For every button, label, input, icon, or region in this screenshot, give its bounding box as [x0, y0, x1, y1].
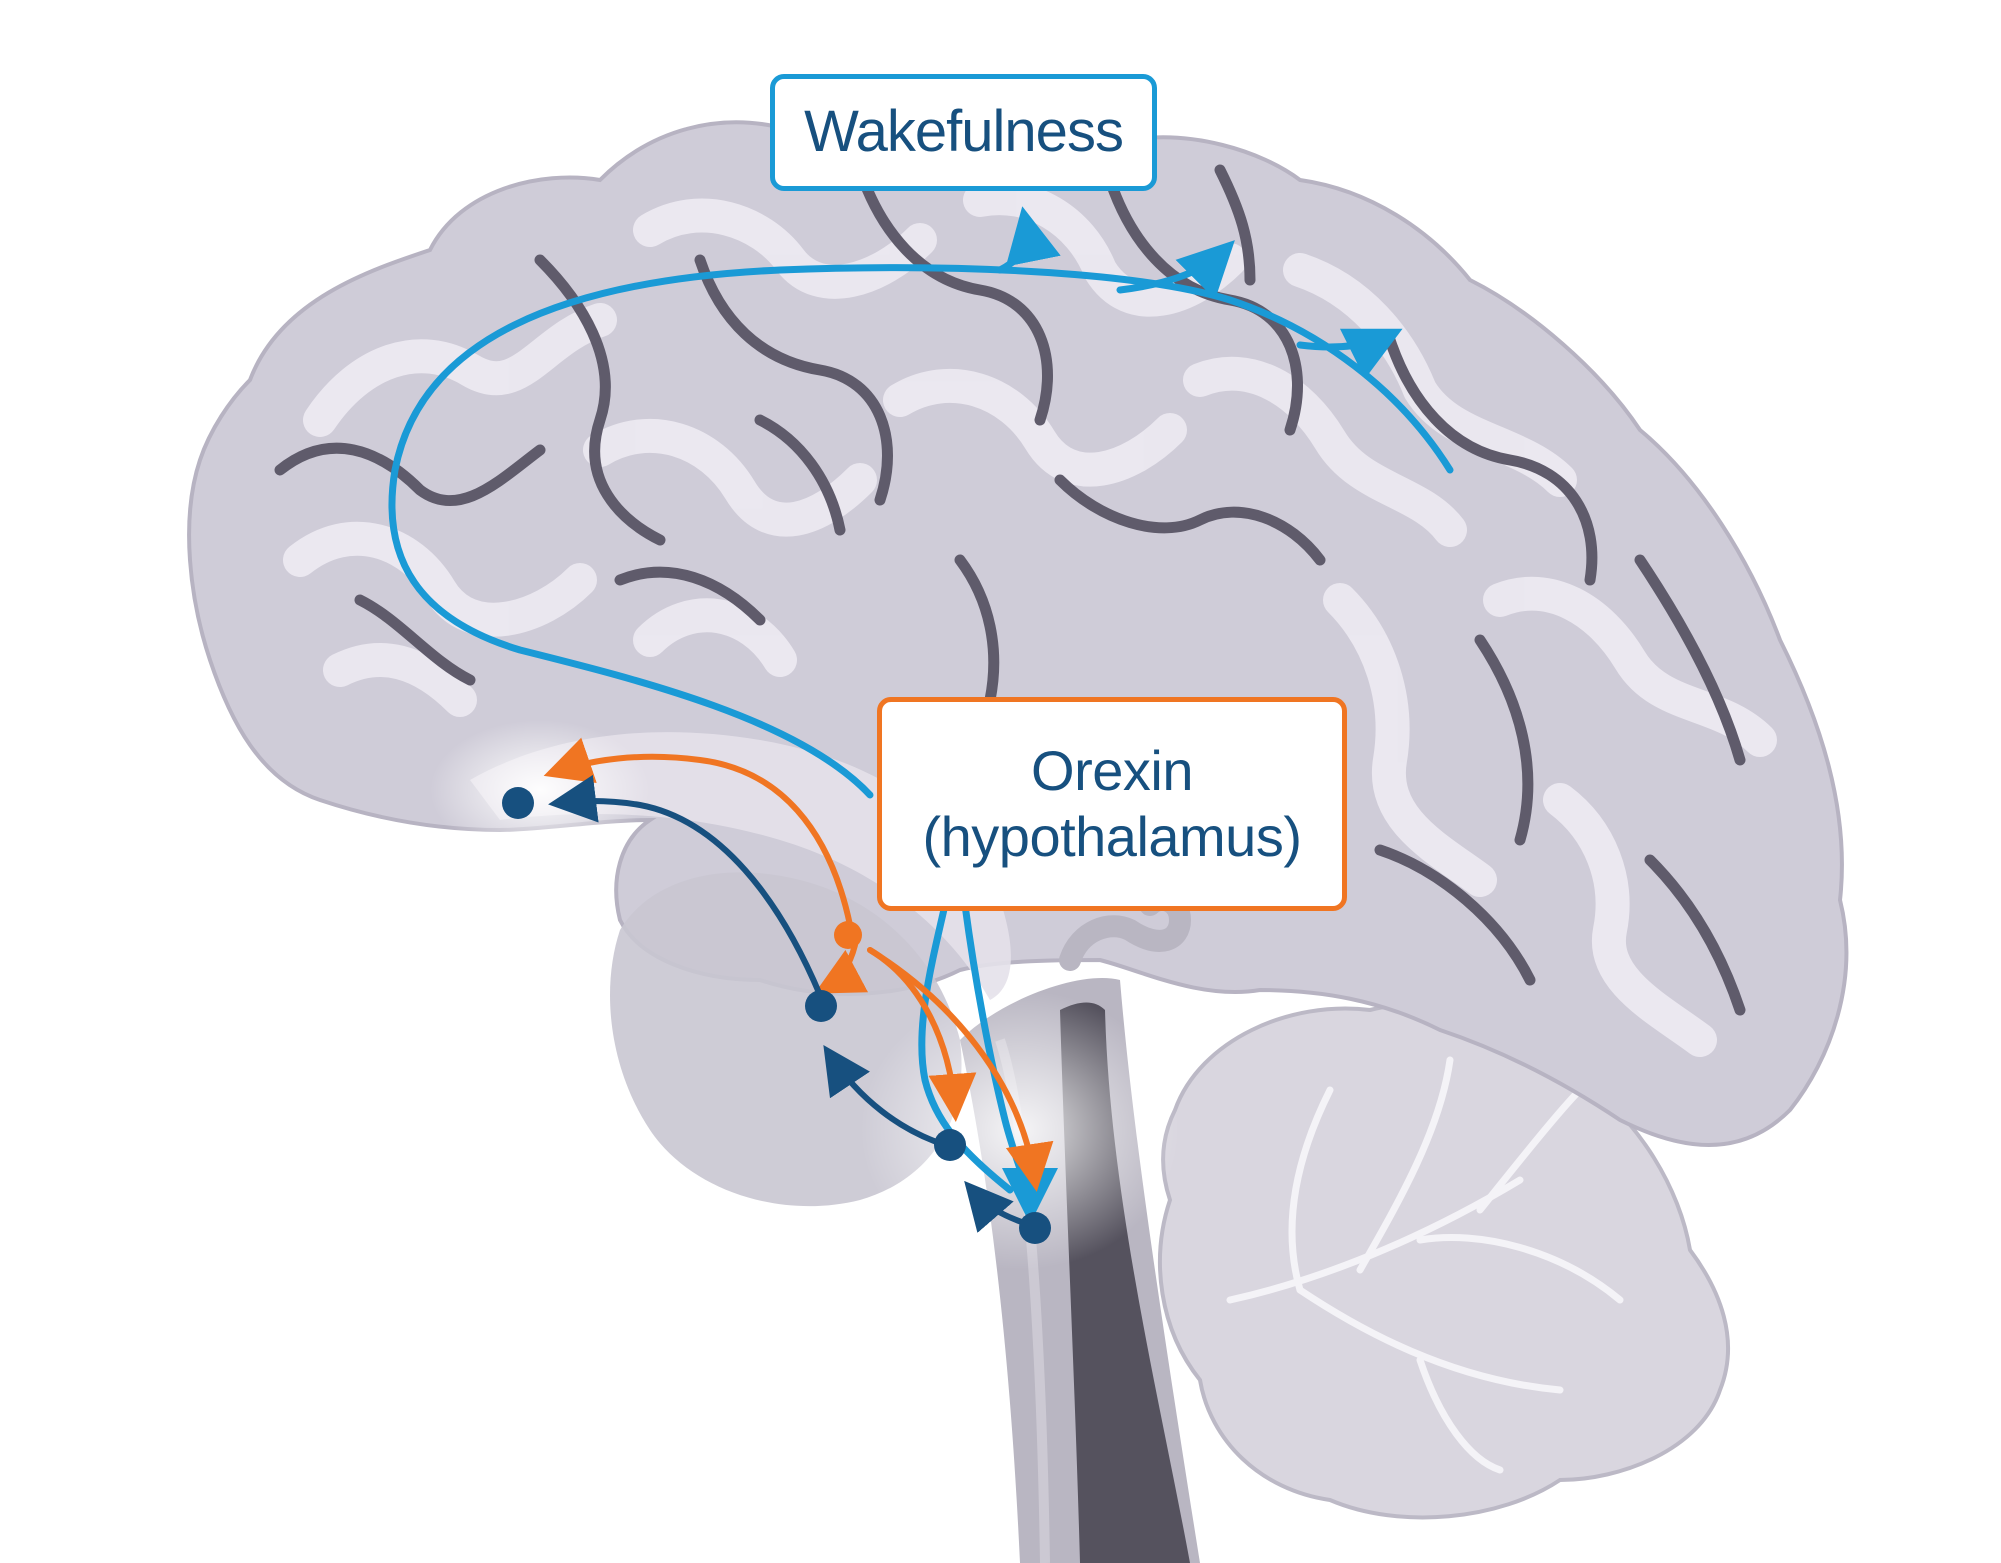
wakefulness-label: Wakefulness [770, 74, 1157, 191]
wakefulness-pathway-branch-2 [1116, 240, 1235, 300]
orexin-projections [543, 737, 1054, 1192]
wakefulness-pathway-descending-1 [918, 901, 1014, 1194]
projection-midbrain-to-forebrain [548, 774, 823, 998]
forebrain-nucleus [502, 787, 534, 819]
orexin-label: Orexin (hypothalamus) [877, 697, 1347, 911]
projection-pons-to-midbrain [823, 1045, 948, 1148]
orexin-projection-to-forebrain [543, 737, 853, 928]
pons-nucleus [934, 1129, 966, 1161]
wakefulness-pathway-branch-3 [1296, 328, 1403, 379]
orexin-label-line-2: (hypothalamus) [922, 805, 1302, 868]
orexin-projection-to-medulla [867, 947, 1054, 1192]
wakefulness-pathway-branch-1 [996, 206, 1061, 274]
midbrain-nucleus [805, 990, 837, 1022]
orexin-hypothalamus-nucleus [834, 921, 862, 949]
wakefulness-label-text: Wakefulness [804, 99, 1124, 165]
cerebrum [187, 104, 1849, 1270]
orexin-label-line-1: Orexin [1031, 738, 1193, 802]
wakefulness-pathway-main-arc [388, 264, 1454, 799]
nuclei [502, 787, 1051, 1244]
medulla-nucleus [1019, 1212, 1051, 1244]
orexin-projection-to-midbrain [814, 942, 869, 994]
